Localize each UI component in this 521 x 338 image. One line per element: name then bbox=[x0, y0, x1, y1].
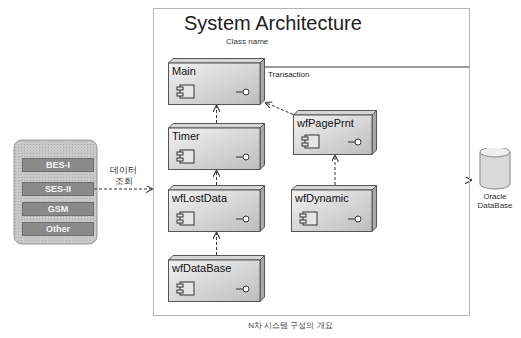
node-label: Other bbox=[23, 224, 93, 234]
node-label: SES-II bbox=[23, 184, 93, 194]
database-cylinder: Oracle DataBase bbox=[472, 148, 518, 212]
node-label: wfDataBase bbox=[172, 262, 231, 275]
frame-title: System Architecture bbox=[184, 12, 362, 35]
component-shape bbox=[293, 110, 377, 155]
system-frame: System ArchitectureClass nameMainTimer wf… bbox=[153, 8, 470, 316]
node-label: GSM bbox=[23, 204, 93, 214]
frame-subtitle: Class name bbox=[226, 37, 268, 46]
node-label: wfLostData bbox=[172, 192, 227, 205]
node-label: BES-I bbox=[23, 160, 93, 170]
node-label: wfDynamic bbox=[295, 192, 349, 205]
dependency-arrow bbox=[216, 105, 217, 123]
dependency-arrow bbox=[265, 102, 293, 114]
component-node: Main bbox=[168, 58, 265, 105]
node-label: Oracle DataBase bbox=[472, 192, 518, 210]
transaction-line bbox=[265, 67, 470, 68]
edge-label: 데이터 조회 bbox=[107, 165, 141, 186]
component-node: Timer bbox=[168, 123, 265, 170]
source-item: SES-II bbox=[22, 182, 94, 196]
source-item: BES-I bbox=[22, 158, 94, 172]
source-item: GSM bbox=[22, 202, 94, 216]
component-node: wfDataBase bbox=[168, 255, 265, 302]
dependency-arrow bbox=[94, 189, 153, 190]
component-node: wfDynamic bbox=[291, 185, 377, 232]
cylinder-shape bbox=[472, 148, 518, 190]
dependency-arrow bbox=[216, 170, 217, 185]
node-label: Timer bbox=[172, 130, 200, 143]
figure-caption: N차 시스템 구성의 개요 bbox=[0, 321, 521, 330]
source-group bbox=[14, 140, 97, 244]
dependency-arrow bbox=[216, 232, 217, 255]
dependency-arrow bbox=[470, 180, 472, 181]
dependency-arrow bbox=[335, 155, 336, 185]
source-item: Other bbox=[22, 222, 94, 236]
node-label: Main bbox=[172, 65, 196, 78]
component-node: wfLostData bbox=[168, 185, 265, 232]
line-label: Transaction bbox=[268, 70, 310, 79]
component-node: wfPagePrnt bbox=[293, 110, 377, 155]
node-label: wfPagePrnt bbox=[297, 117, 354, 130]
